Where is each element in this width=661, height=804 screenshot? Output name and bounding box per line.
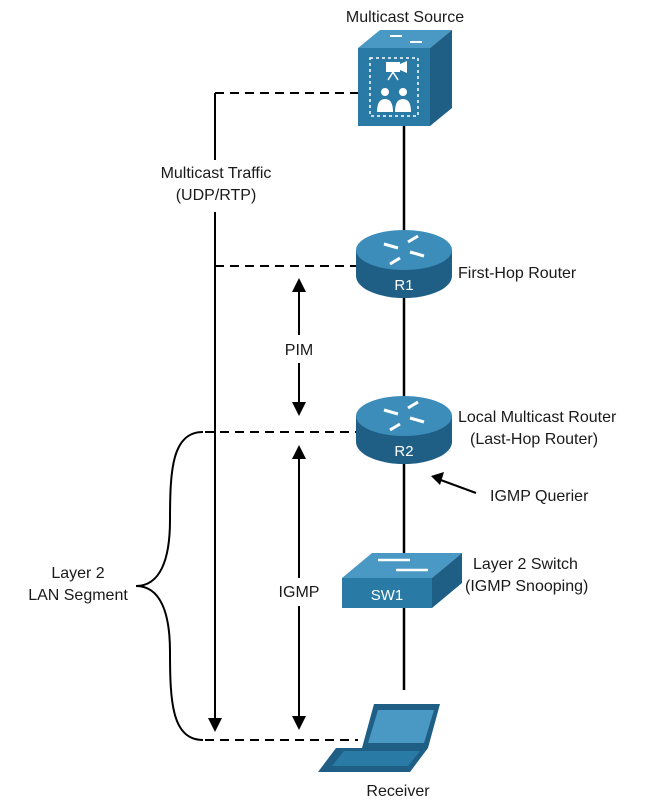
r2-device-text: R2	[394, 443, 413, 460]
lan-label-line1: Layer 2	[51, 565, 104, 582]
sw1-device-text: SW1	[371, 587, 404, 604]
traffic-arrowhead	[208, 718, 222, 732]
r2-label-line1: Local Multicast Router	[458, 409, 617, 426]
igmp-arrowhead-up	[292, 445, 306, 459]
traffic-label-line2: (UDP/RTP)	[176, 187, 257, 204]
igmp-label-bg	[266, 578, 332, 606]
sw1-label-line1: Layer 2 Switch	[473, 556, 578, 573]
querier-pointer-line	[437, 478, 477, 494]
source-label: Multicast Source	[346, 9, 464, 26]
router-r1-icon: R1	[356, 230, 452, 298]
pim-arrowhead-down	[292, 402, 306, 416]
r1-device-text: R1	[394, 277, 413, 294]
laptop-icon	[318, 704, 440, 772]
pim-arrowhead-up	[292, 278, 306, 292]
lan-label-line2: LAN Segment	[28, 587, 128, 604]
r2-label-line2: (Last-Hop Router)	[470, 431, 598, 448]
pim-label-bg	[270, 335, 328, 363]
querier-pointer-head	[431, 472, 444, 485]
igmp-label: IGMP	[279, 584, 320, 601]
pim-label: PIM	[285, 342, 313, 359]
traffic-label-bg	[140, 160, 292, 212]
switch-sw1-icon: SW1	[342, 553, 462, 608]
sw1-label-line2: (IGMP Snooping)	[465, 578, 588, 595]
r1-label: First-Hop Router	[458, 265, 577, 282]
lan-segment-brace	[135, 431, 204, 741]
receiver-label: Receiver	[366, 783, 430, 800]
igmp-arrowhead-down	[292, 716, 306, 730]
traffic-label-line1: Multicast Traffic	[161, 165, 272, 182]
querier-label: IGMP Querier	[490, 488, 589, 505]
multicast-server-icon	[358, 30, 452, 126]
router-r2-icon: R2	[356, 396, 452, 464]
